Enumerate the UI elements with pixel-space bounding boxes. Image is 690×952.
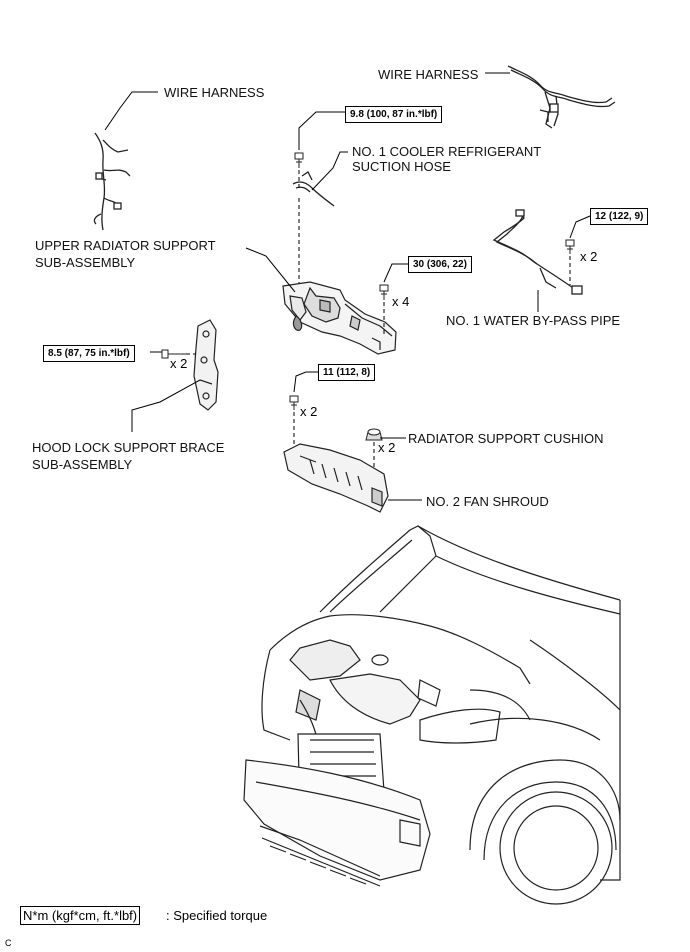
torque-pipe-bolt: 12 (122, 9) — [590, 208, 649, 225]
upper-support-leader — [245, 247, 296, 293]
label-upper-support-line2: SUB-ASSEMBLY — [35, 255, 136, 270]
vehicle-illustration — [243, 525, 621, 905]
hose-bolt-part — [294, 152, 304, 168]
qty-brace-bolt: x 2 — [170, 356, 188, 371]
label-wire-harness-left: WIRE HARNESS — [164, 85, 265, 100]
hood-lock-brace-part — [193, 319, 219, 411]
label-hood-lock-line1: HOOD LOCK SUPPORT BRACE — [32, 440, 225, 455]
wire-harness-left-leader — [104, 91, 158, 131]
brace-bolt-part — [161, 349, 186, 359]
label-radiator-cushion: RADIATOR SUPPORT CUSHION — [408, 431, 604, 446]
label-water-bypass-pipe: NO. 1 WATER BY-PASS PIPE — [446, 313, 621, 328]
fan-shroud-part — [283, 443, 389, 513]
label-cooler-hose-line2: SUCTION HOSE — [352, 159, 451, 174]
label-upper-support-line1: UPPER RADIATOR SUPPORT — [35, 238, 216, 253]
torque-shroud-bolt: 11 (112, 8) — [318, 364, 376, 381]
pipe-bolt-part — [565, 239, 575, 254]
qty-pipe-bolt: x 2 — [580, 249, 598, 264]
upper-radiator-support-part — [282, 281, 397, 355]
hood-lock-leader — [131, 379, 201, 432]
suction-hose-leader — [311, 151, 348, 191]
shroud-bolt-part — [289, 395, 299, 410]
torque-hose-bolt: 9.8 (100, 87 in.*lbf) — [345, 106, 443, 123]
shroud-bolt-leader — [293, 371, 318, 393]
support-bolt-leader — [383, 263, 408, 283]
legend-description: : Specified torque — [166, 908, 268, 923]
figure-code: C — [5, 938, 12, 948]
qty-shroud-bolt: x 2 — [300, 404, 318, 419]
legend-torque-unit: N*m (kgf*cm, ft.*lbf) — [20, 906, 141, 925]
qty-cushion: x 2 — [378, 440, 396, 455]
radiator-cushion-part — [365, 428, 383, 441]
wire-harness-left-part — [93, 132, 131, 231]
label-cooler-hose-line1: NO. 1 COOLER REFRIGERANT — [352, 144, 542, 159]
torque-support-bolt: 30 (306, 22) — [408, 256, 472, 273]
label-hood-lock-line2: SUB-ASSEMBLY — [32, 457, 133, 472]
water-bypass-pipe-part — [492, 209, 583, 295]
suction-hose-part — [292, 171, 335, 207]
label-fan-shroud: NO. 2 FAN SHROUD — [426, 494, 549, 509]
hose-bolt-leader — [298, 111, 345, 150]
support-bolt-part — [379, 284, 389, 300]
wire-harness-right-part — [507, 65, 616, 129]
pipe-bolt-leader — [569, 215, 591, 239]
label-wire-harness-right: WIRE HARNESS — [378, 67, 479, 82]
qty-support-bolt: x 4 — [392, 294, 410, 309]
torque-brace-bolt: 8.5 (87, 75 in.*lbf) — [43, 345, 135, 362]
